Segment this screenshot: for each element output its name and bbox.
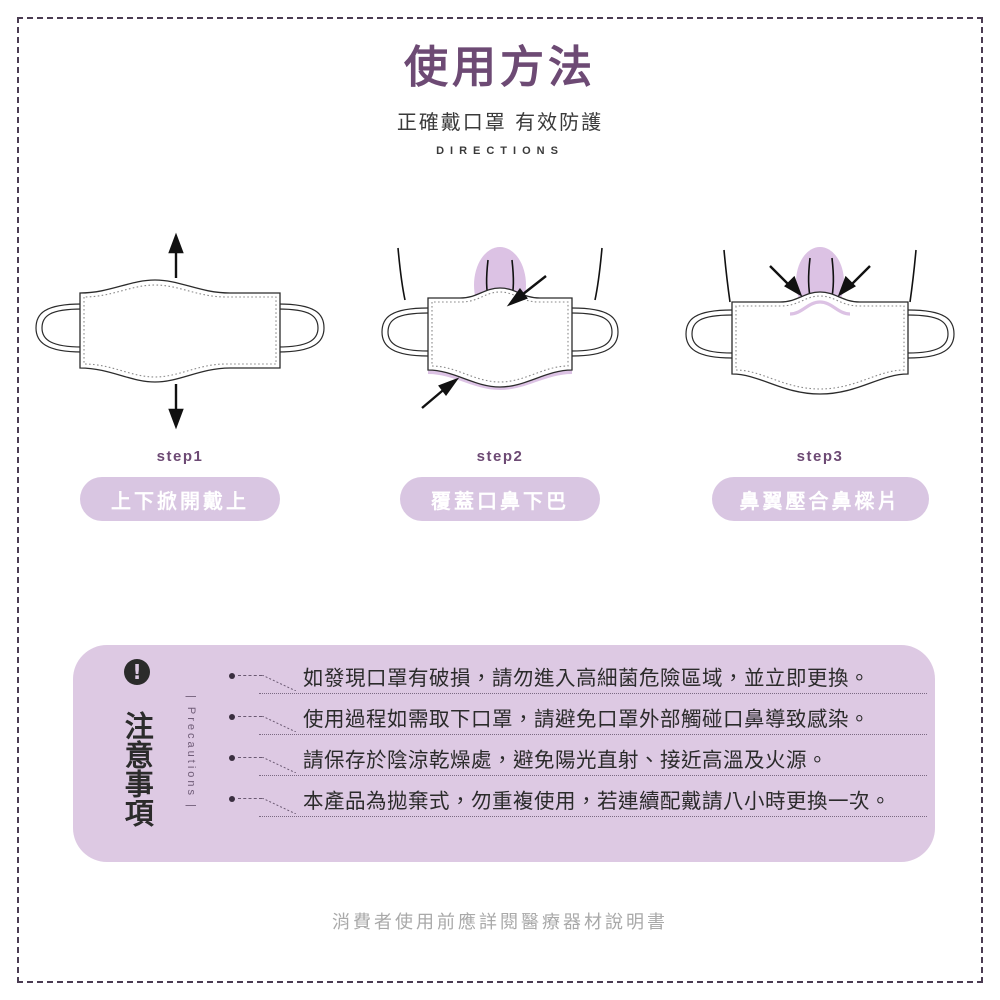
- list-item-text: 本產品為拋棄式，勿重複使用，若連續配戴請八小時更換一次。: [303, 789, 891, 813]
- bullet-diagonal-connector: [262, 798, 296, 814]
- bullet-dash-connector: [238, 675, 262, 676]
- precautions-title: 注意事項: [120, 711, 155, 827]
- ear-loop-right-icon: [277, 303, 325, 353]
- ear-loop-left-icon: [381, 307, 429, 357]
- list-item: 使用過程如需取下口罩，請避免口罩外部觸碰口鼻導致感染。: [229, 702, 927, 743]
- arrow-down-left-icon: [506, 275, 547, 307]
- precautions-list: 如發現口罩有破損，請勿進入高細菌危險區域，並立即更換。 使用過程如需取下口罩，請…: [223, 645, 935, 862]
- step-card-2: step2 覆蓋口鼻下巴: [350, 230, 650, 521]
- bullet-dash-connector: [238, 798, 262, 799]
- bullet-dot-icon: [229, 714, 235, 720]
- arrow-up-right-icon: [421, 377, 460, 409]
- bullet-diagonal-connector: [262, 675, 296, 691]
- mask-body-outline: [731, 291, 909, 395]
- ear-loop-left-icon: [685, 309, 733, 359]
- mask-illustration-step1: [30, 230, 330, 440]
- step-card-3: step3 鼻翼壓合鼻樑片: [670, 230, 970, 521]
- list-item-underline: [259, 693, 927, 694]
- list-item: 本產品為拋棄式，勿重複使用，若連續配戴請八小時更換一次。: [229, 784, 927, 825]
- step-pill-3[interactable]: 鼻翼壓合鼻樑片: [711, 477, 929, 521]
- mask-stitch-line: [735, 295, 905, 390]
- ear-loop-right-icon: [571, 307, 619, 357]
- step-card-1: step1 上下掀開戴上: [30, 230, 330, 521]
- mask-stitch-line: [83, 284, 277, 378]
- mask-body-outline: [427, 287, 573, 388]
- bullet-dash-connector: [238, 716, 262, 717]
- arrow-down-right-icon: [769, 265, 803, 297]
- step-label-3: step3: [796, 448, 844, 465]
- list-item-underline: [259, 775, 927, 776]
- nose-wire-pinch-shape: [789, 300, 851, 316]
- arrow-down-left-icon: [837, 265, 871, 297]
- mask-body-outline: [79, 279, 281, 383]
- mask-illustration-step3: [670, 230, 970, 440]
- mask-illustration-step2: [350, 230, 650, 440]
- mask-stitch-line: [431, 291, 569, 383]
- page-subtitle: 正確戴口罩 有效防護: [396, 110, 604, 135]
- precautions-title-column: ! 注意事項: [91, 659, 183, 849]
- bullet-diagonal-connector: [262, 757, 296, 773]
- precautions-title-english: | Precautions |: [185, 695, 197, 810]
- header: 使用方法 正確戴口罩 有效防護 DIRECTIONS: [0, 42, 1000, 158]
- bullet-dot-icon: [229, 755, 235, 761]
- step-pill-1[interactable]: 上下掀開戴上: [80, 477, 280, 521]
- list-item: 如發現口罩有破損，請勿進入高細菌危險區域，並立即更換。: [229, 661, 927, 702]
- ear-loop-left-icon: [35, 303, 83, 353]
- list-item-text: 使用過程如需取下口罩，請避免口罩外部觸碰口鼻導致感染。: [303, 707, 870, 731]
- step-pill-2[interactable]: 覆蓋口鼻下巴: [400, 477, 600, 521]
- step-label-1: step1: [156, 448, 204, 465]
- list-item-text: 請保存於陰涼乾燥處，避免陽光直射、接近高溫及火源。: [303, 748, 828, 772]
- bullet-dot-icon: [229, 673, 235, 679]
- bullet-diagonal-connector: [262, 716, 296, 732]
- list-item: 請保存於陰涼乾燥處，避免陽光直射、接近高溫及火源。: [229, 743, 927, 784]
- precautions-panel: ! 注意事項 | Precautions | 如發現口罩有破損，請勿進入高細菌危…: [73, 645, 935, 862]
- page-eyebrow-directions: DIRECTIONS: [436, 145, 564, 158]
- bullet-dash-connector: [238, 757, 262, 758]
- list-item-text: 如發現口罩有破損，請勿進入高細菌危險區域，並立即更換。: [303, 666, 870, 690]
- arrow-down-icon: [168, 384, 184, 430]
- page-title: 使用方法: [404, 42, 596, 93]
- ear-loop-right-icon: [907, 309, 955, 359]
- list-item-underline: [259, 816, 927, 817]
- precautions-heading-block: ! 注意事項 | Precautions |: [73, 645, 223, 862]
- step-label-2: step2: [476, 448, 524, 465]
- bullet-dot-icon: [229, 796, 235, 802]
- exclamation-circle-icon: !: [124, 659, 150, 685]
- footer-note: 消費者使用前應詳閱醫療器材說明書: [332, 912, 668, 933]
- steps-row: step1 上下掀開戴上: [30, 230, 970, 521]
- arrow-up-icon: [168, 232, 184, 278]
- list-item-underline: [259, 734, 927, 735]
